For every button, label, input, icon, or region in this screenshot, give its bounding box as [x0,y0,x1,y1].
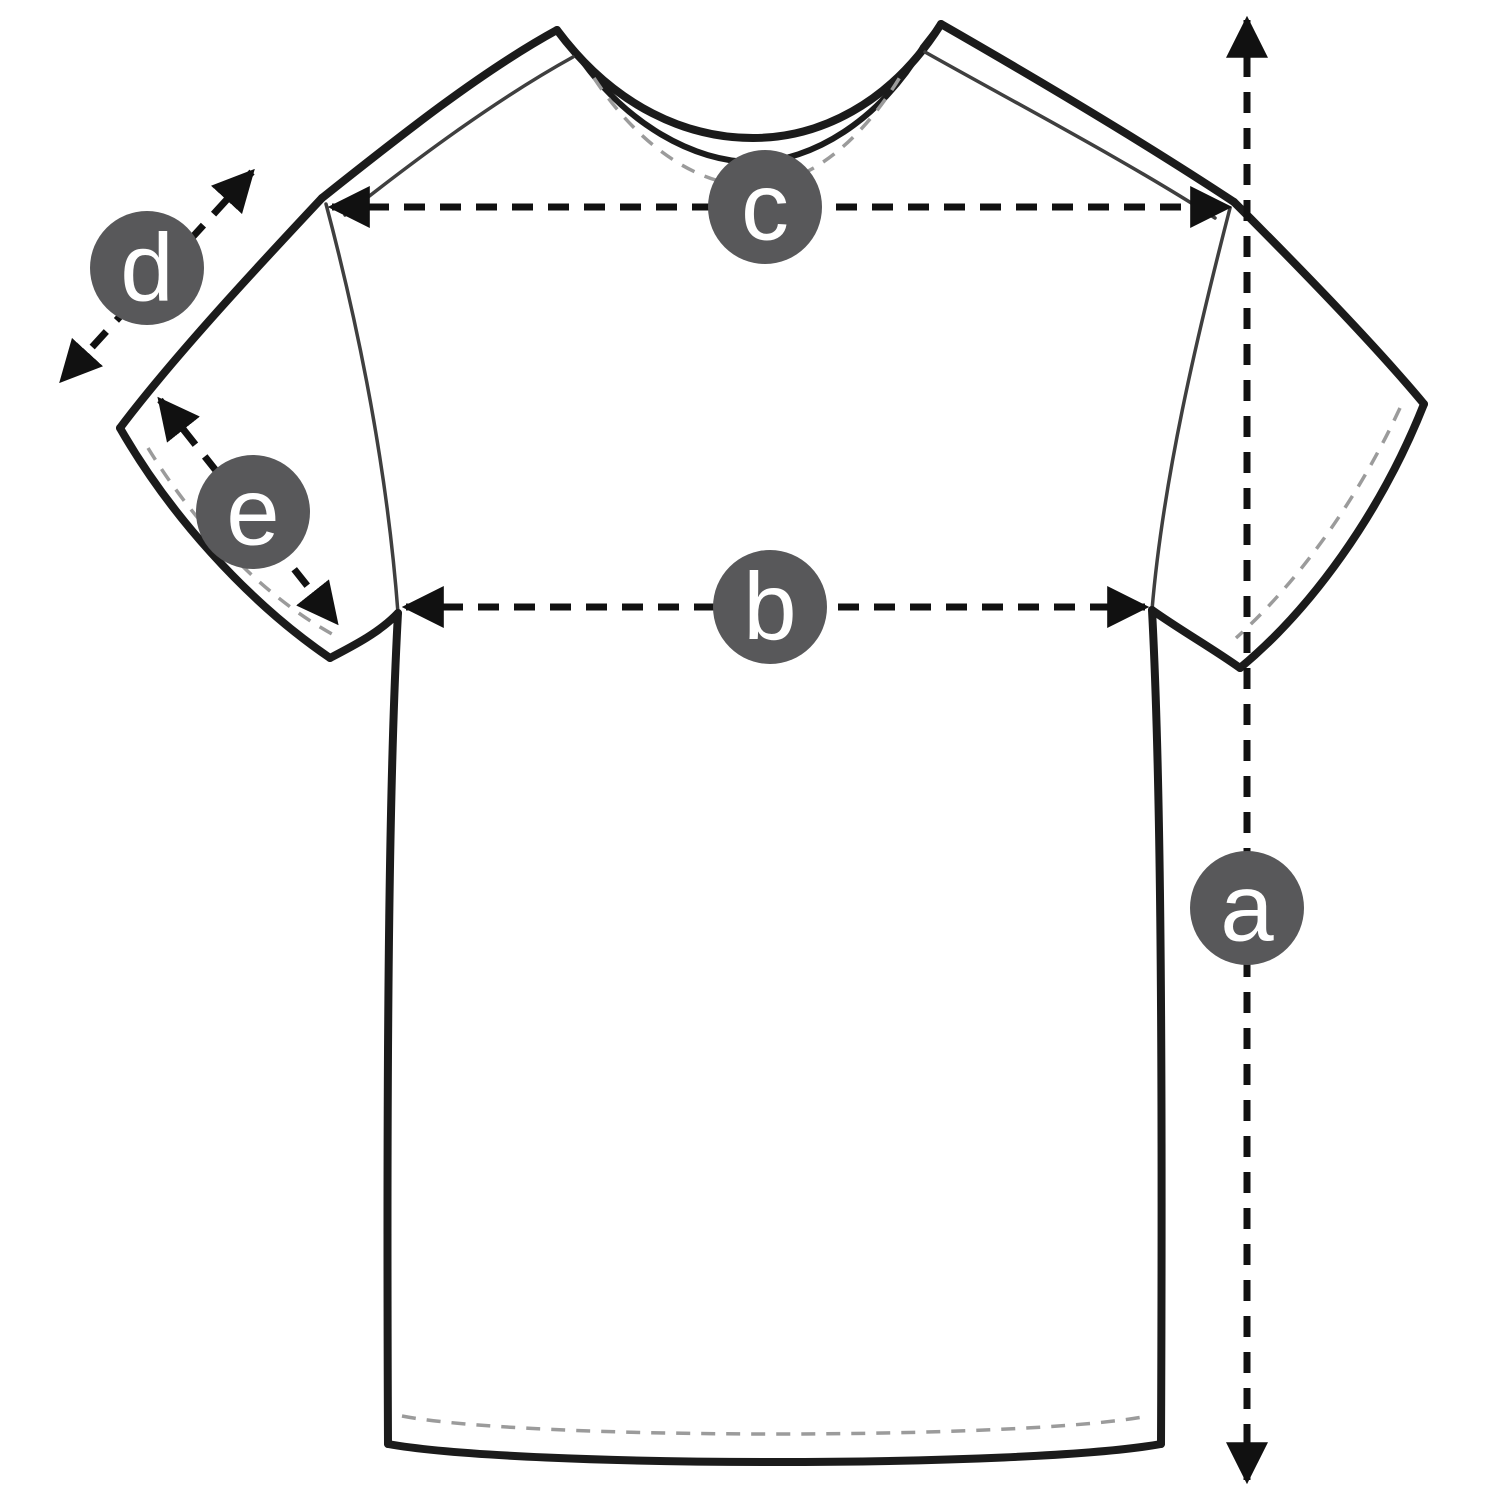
marker-circle [196,455,310,569]
right-sleeve-hem [1236,400,1428,672]
measurement-markers: a b c d e [90,150,1304,965]
right-armhole-seam [1150,206,1232,612]
marker-label: d [120,215,173,322]
right-underarm-edge [1148,606,1244,672]
marker-label: b [743,554,796,661]
collar-stitch-line [592,71,905,188]
measure-marker-d: d [90,211,204,325]
left-underarm-edge [326,609,402,662]
measure-marker-a: a [1190,851,1304,965]
collar-outer-edge [553,20,945,142]
left-shoulder-seam [343,55,575,217]
right-shoulder-seam [923,50,1217,220]
measurement-arrows [59,15,1268,1485]
marker-label: c [741,154,789,261]
measure-marker-c: c [708,150,822,264]
right-shoulder-edge [937,20,1238,206]
measure-marker-b: b [713,550,827,664]
left-armhole-seam [324,202,400,615]
collar-inner-edge [573,44,926,166]
left-side-edge [383,609,402,1448]
marker-circle [1190,851,1304,965]
marker-label: a [1220,855,1274,962]
marker-circle [708,150,822,264]
bottom-hem [384,1440,1165,1466]
measure-marker-e: e [196,455,310,569]
right-sleeve-outer-edge [1230,198,1428,408]
collar-right-end [920,21,944,50]
marker-label: e [226,459,279,566]
left-shoulder-edge [318,26,561,202]
right-sleeve-stitch-line [1234,407,1402,640]
marker-circle [90,211,204,325]
marker-circle [713,550,827,664]
measure-arrow-e [157,396,339,626]
collar-left-end [554,27,579,55]
right-side-edge [1148,606,1166,1448]
bottom-hem-stitch-line [401,1414,1149,1436]
measure-arrow-d [59,168,255,384]
